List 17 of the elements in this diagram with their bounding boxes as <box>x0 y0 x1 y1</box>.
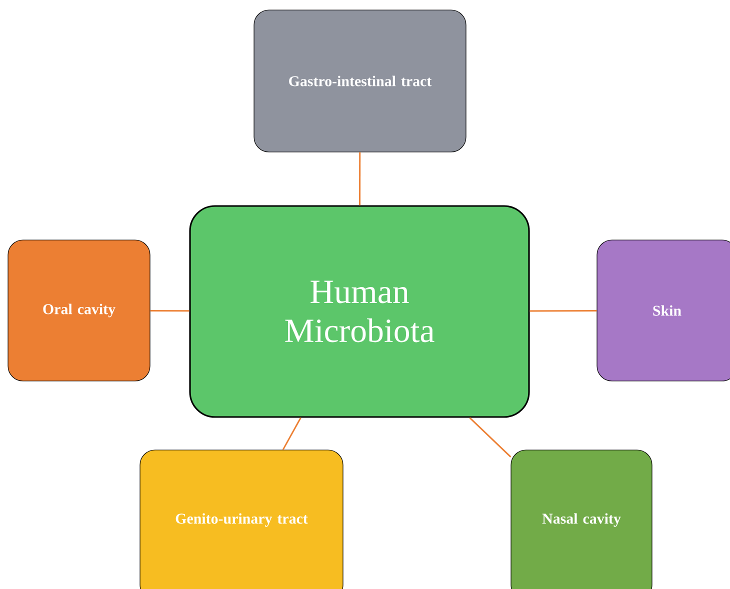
connector-line <box>469 417 512 458</box>
hub-box <box>189 205 530 418</box>
region-box <box>510 450 652 589</box>
box-label: Gastro-intestinal tract <box>289 76 432 86</box>
connector-line <box>358 152 361 206</box>
box-label: Oral cavity <box>43 304 116 318</box>
box-label: Genito-urinary tract <box>176 513 308 527</box>
box-label: Human Microbiota <box>285 280 434 342</box>
region-box <box>8 240 150 382</box>
region-box <box>596 240 730 382</box>
connector-line <box>530 310 597 312</box>
box-label: Nasal cavity <box>542 513 621 527</box>
box-label: Skin <box>653 305 682 316</box>
region-box <box>254 10 466 152</box>
connector-line <box>150 310 190 312</box>
region-box <box>140 450 344 589</box>
connector-line <box>282 417 302 450</box>
